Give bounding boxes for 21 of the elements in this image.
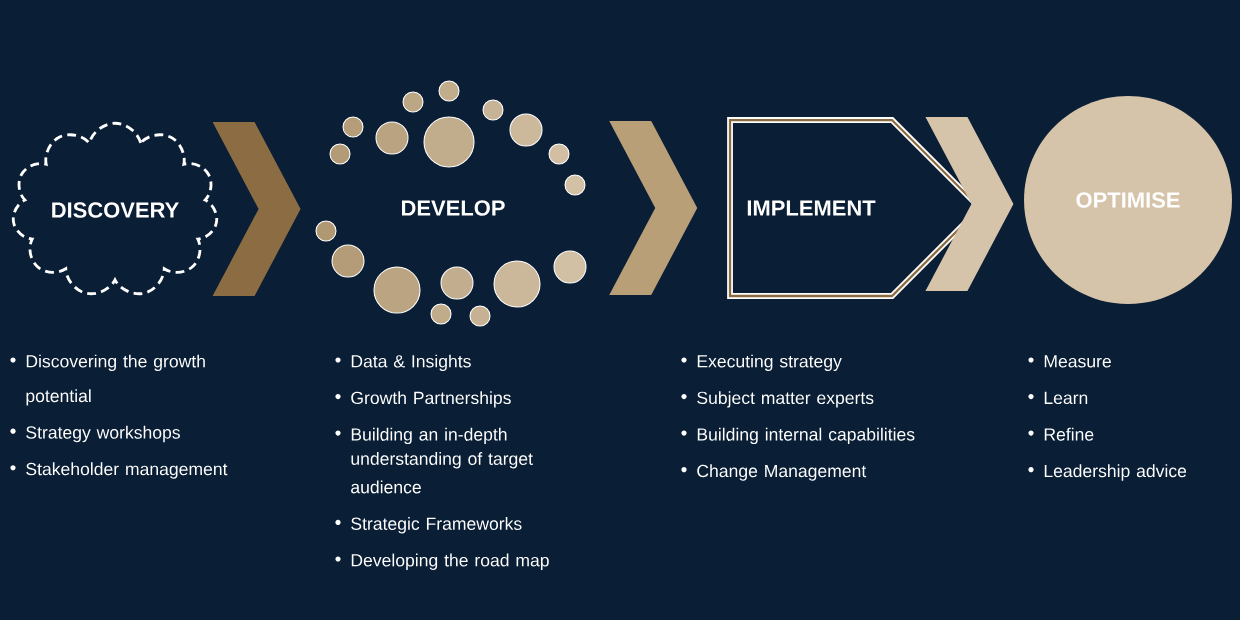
bullet-item: Refine (1044, 427, 1094, 441)
stage-label: DEVELOP (402, 200, 505, 216)
bullet-item: Change Management (697, 464, 867, 481)
bullet-item: Developing the road map (351, 553, 549, 570)
chevron-arrow (609, 121, 698, 295)
bullet-item: Growth Partnerships (351, 391, 511, 408)
pentagon-arrow-box: IMPLEMENT (727, 117, 985, 299)
chevron-arrow (212, 122, 301, 296)
bullet-item: Learn (1044, 391, 1088, 405)
bullet-item: Measure (1044, 355, 1111, 368)
bullet-item: Strategy workshops (26, 425, 180, 443)
bullet-item: Executing strategy (697, 354, 842, 371)
bullet-item: Building internal capabilities (697, 427, 915, 445)
bullet-item: Leadership advice (1044, 464, 1187, 481)
bullet-item: Stakeholder management (26, 462, 228, 479)
bullet-item: Discovering the growth potential (26, 354, 205, 406)
bullet-item: Strategic Frameworks (351, 517, 522, 534)
chevron-arrow (925, 117, 1014, 291)
bullet-item: Data & Insights (351, 354, 471, 371)
bullet-item: Building an in-depth understanding of target audience (351, 427, 533, 494)
bullet-item: Subject matter experts (697, 391, 874, 408)
